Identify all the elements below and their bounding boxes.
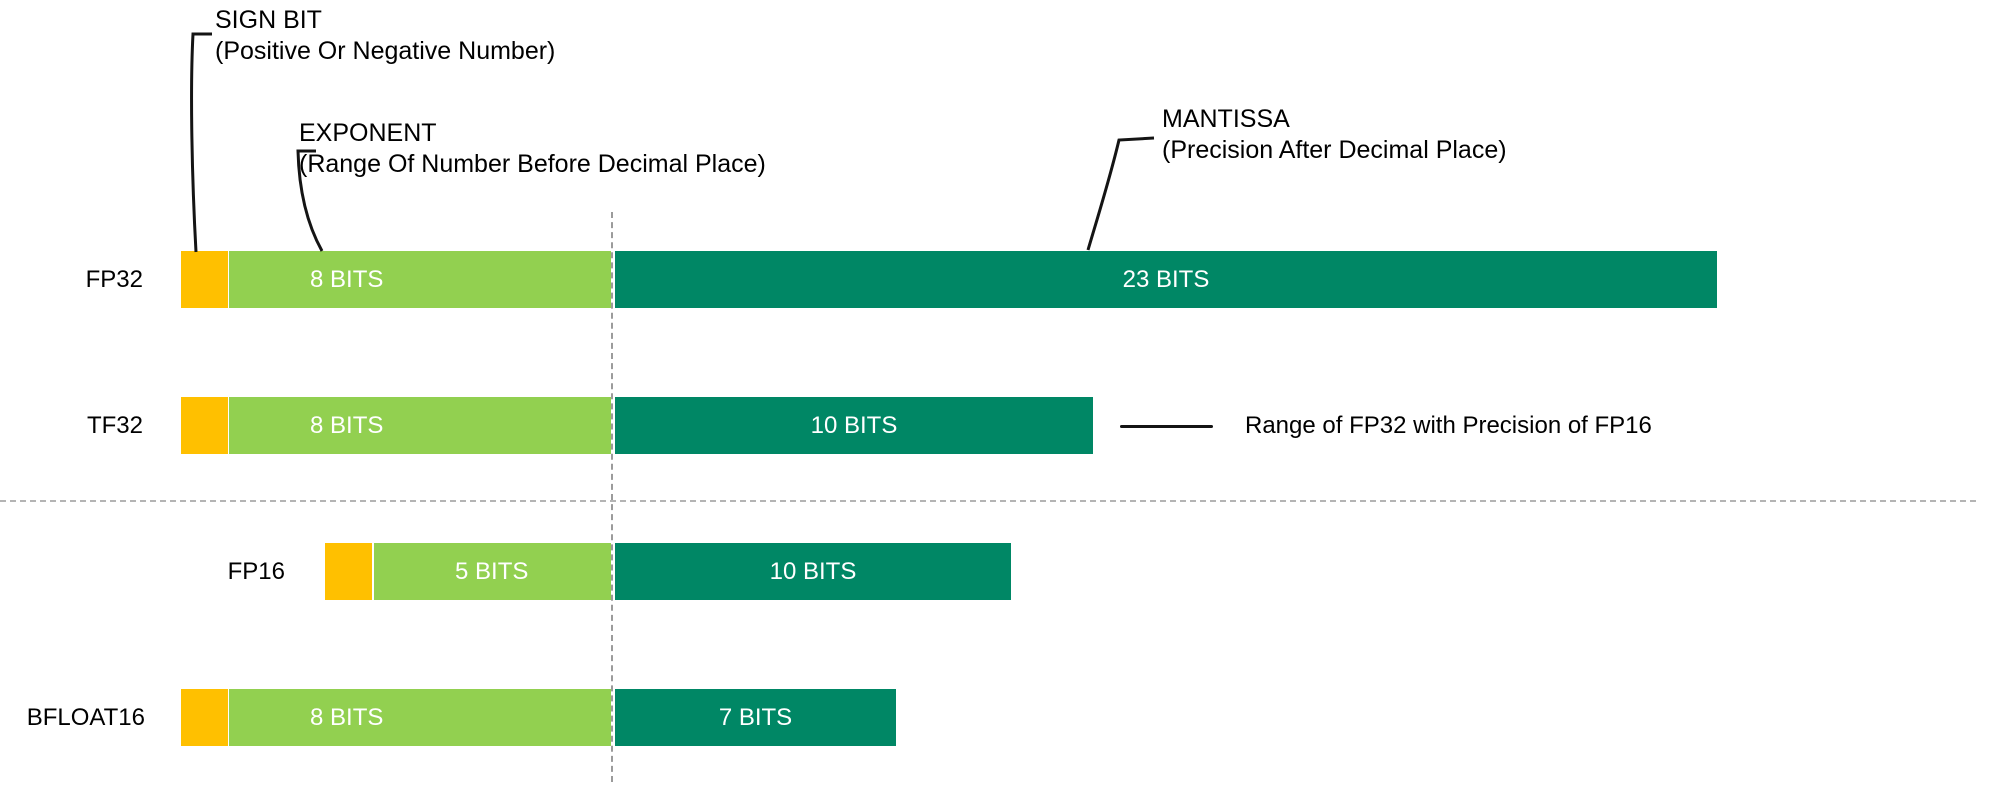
sign-bit-segment	[181, 251, 228, 308]
sign-bit-legend-title: SIGN BIT	[215, 6, 322, 34]
mantissa-legend-title: MANTISSA	[1162, 105, 1290, 133]
sign-bit-legend-subtitle: (Positive Or Negative Number)	[215, 37, 556, 65]
sign-bit-leader-line	[190, 32, 212, 253]
row-label-fp32: FP32	[85, 266, 143, 293]
sign-bit-segment	[181, 689, 228, 746]
mantissa-segment: 23 BITS	[615, 251, 1717, 308]
exponent-legend-title: EXPONENT	[299, 119, 437, 147]
exponent-segment: 8 BITS	[229, 251, 611, 308]
precision-divider-dashed-line	[611, 212, 613, 782]
row-label-tf32: TF32	[86, 412, 143, 439]
mantissa-legend-subtitle: (Precision After Decimal Place)	[1162, 136, 1507, 164]
exponent-segment: 8 BITS	[229, 689, 611, 746]
row-bfloat16: BFLOAT16 8 BITS 7 BITS	[0, 689, 2012, 746]
exponent-legend: EXPONENT (Range Of Number Before Decimal…	[299, 118, 766, 180]
row-fp16: FP16 5 BITS 10 BITS	[0, 543, 2012, 600]
sign-bit-segment	[325, 543, 372, 600]
exponent-segment: 8 BITS	[229, 397, 611, 454]
exponent-legend-subtitle: (Range Of Number Before Decimal Place)	[299, 150, 766, 178]
mantissa-segment: 7 BITS	[615, 689, 896, 746]
row-label-fp16: FP16	[227, 558, 285, 585]
row-tf32: TF32 8 BITS 10 BITS	[0, 397, 2012, 454]
mantissa-legend: MANTISSA (Precision After Decimal Place)	[1162, 104, 1507, 166]
sign-bit-legend: SIGN BIT (Positive Or Negative Number)	[215, 5, 555, 67]
annotation-text: Range of FP32 with Precision of FP16	[1245, 412, 1652, 439]
exponent-segment: 5 BITS	[374, 543, 611, 600]
annotation-connector-line	[1120, 425, 1213, 428]
mantissa-segment: 10 BITS	[615, 397, 1093, 454]
section-divider-dotted-line	[0, 500, 1976, 502]
row-fp32: FP32 8 BITS 23 BITS	[0, 251, 2012, 308]
mantissa-segment: 10 BITS	[615, 543, 1011, 600]
sign-bit-segment	[181, 397, 228, 454]
mantissa-leader-line	[1086, 136, 1155, 251]
row-label-bfloat16: BFLOAT16	[26, 704, 145, 731]
